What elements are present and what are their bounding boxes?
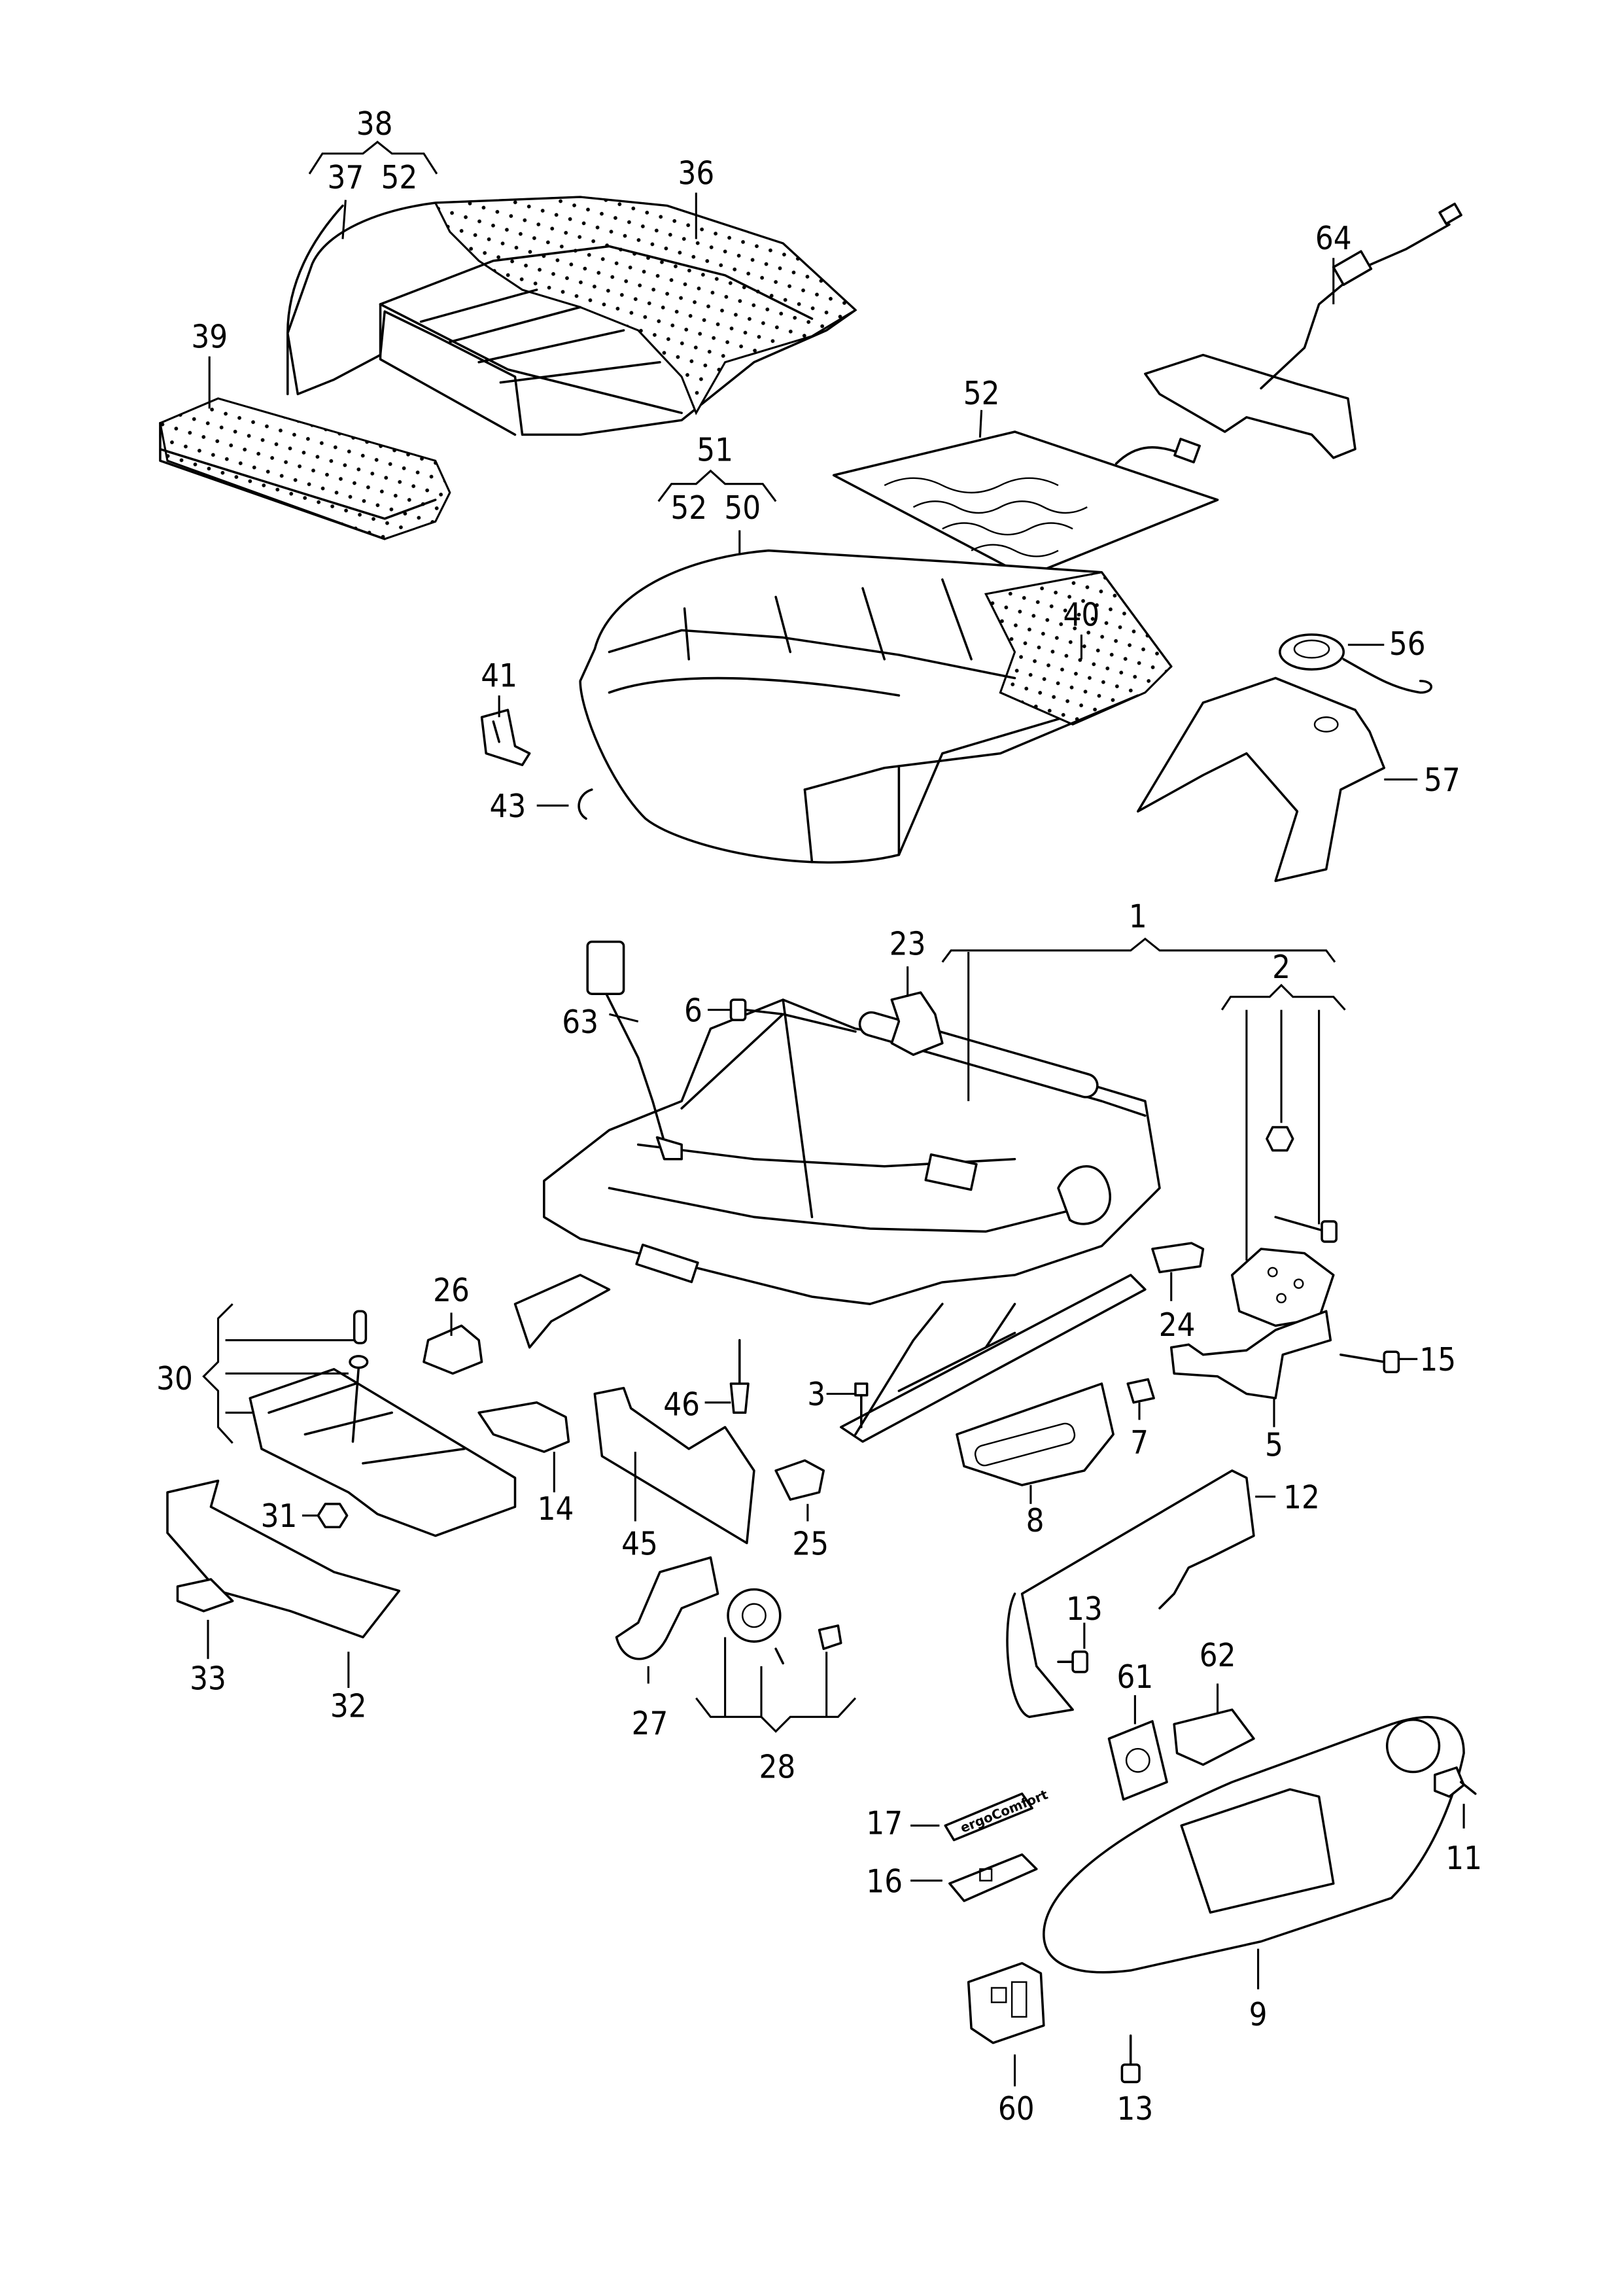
clip-part-41 bbox=[480, 709, 531, 767]
switch-part-62 bbox=[1173, 1708, 1255, 1766]
nut-part-31 bbox=[317, 1503, 349, 1529]
callout-56: 56 bbox=[1389, 626, 1426, 663]
seat-cushion-part-50 bbox=[579, 549, 1173, 864]
front-trim-part-32 bbox=[166, 1479, 401, 1639]
badge-text: ergoComfort bbox=[958, 1787, 1050, 1836]
callout-60: 60 bbox=[998, 2091, 1035, 2128]
callout-40: 40 bbox=[1063, 597, 1100, 634]
leader-lines bbox=[202, 141, 1465, 2087]
shield-part-45 bbox=[593, 1386, 755, 1545]
callout-52: 52 bbox=[381, 160, 417, 196]
clip-part-7 bbox=[1126, 1378, 1155, 1404]
callout-14: 14 bbox=[538, 1491, 574, 1528]
callout-52: 52 bbox=[670, 490, 707, 527]
screw-part-13-upper bbox=[1057, 1650, 1089, 1673]
callout-labels: 38 37 52 36 39 64 52 51 52 50 40 41 43 5… bbox=[156, 106, 1482, 2128]
screw-part-13-lower bbox=[1120, 2034, 1141, 2084]
screw-part-3 bbox=[854, 1382, 869, 1429]
callout-62: 62 bbox=[1200, 1638, 1236, 1674]
callout-33: 33 bbox=[190, 1660, 226, 1697]
callout-9: 9 bbox=[1249, 1997, 1268, 2033]
trim-cover-part-8 bbox=[956, 1382, 1114, 1486]
callout-17: 17 bbox=[866, 1806, 903, 1842]
callout-28: 28 bbox=[759, 1749, 795, 1785]
cushion-bolster-part-39 bbox=[159, 397, 451, 540]
callout-61: 61 bbox=[1116, 1659, 1153, 1696]
seat-trim-cover-part-36 bbox=[286, 196, 857, 436]
actuator-part-28 bbox=[727, 1588, 842, 1665]
callout-16: 16 bbox=[866, 1863, 903, 1900]
callout-1: 1 bbox=[1129, 898, 1147, 935]
sensor-part-56 bbox=[1279, 633, 1432, 694]
callout-11: 11 bbox=[1445, 1840, 1482, 1877]
seat-belt-buckle-part-63 bbox=[586, 940, 683, 1161]
clip-part-26 bbox=[423, 1324, 483, 1375]
callout-12: 12 bbox=[1283, 1479, 1320, 1516]
callout-36: 36 bbox=[678, 155, 714, 192]
callout-13: 13 bbox=[1066, 1591, 1103, 1628]
callout-2: 2 bbox=[1272, 949, 1290, 986]
callout-31: 31 bbox=[261, 1498, 298, 1535]
screw-part-15 bbox=[1339, 1350, 1400, 1374]
hog-ring-part-43 bbox=[578, 788, 593, 820]
callout-46: 46 bbox=[663, 1387, 700, 1424]
callout-38: 38 bbox=[356, 106, 393, 143]
lever-part-27 bbox=[615, 1556, 719, 1660]
trim-cover-opening bbox=[974, 1422, 1076, 1467]
lower-tray-part-30 bbox=[249, 1310, 517, 1537]
release-rod-part-12 bbox=[1006, 1469, 1255, 1719]
occupant-mat-part-57 bbox=[1137, 676, 1386, 883]
callout-15: 15 bbox=[1419, 1342, 1456, 1378]
callout-3: 3 bbox=[807, 1376, 825, 1413]
cap-part-24 bbox=[1151, 1242, 1205, 1274]
trim-cap-part-14 bbox=[477, 1401, 570, 1453]
callout-41: 41 bbox=[481, 658, 517, 695]
bracket-part-5 bbox=[1169, 1310, 1332, 1399]
callout-32: 32 bbox=[330, 1688, 367, 1725]
callout-5: 5 bbox=[1265, 1428, 1283, 1464]
callout-43: 43 bbox=[490, 788, 527, 825]
callout-64: 64 bbox=[1315, 220, 1352, 257]
callout-27: 27 bbox=[632, 1706, 668, 1742]
side-trim-panel-part-9 bbox=[1043, 1716, 1465, 1974]
seat-frame-part-1 bbox=[513, 998, 1161, 1443]
wiring-harness-part-64 bbox=[1144, 202, 1462, 459]
rivet-part-46 bbox=[729, 1339, 750, 1414]
latch-part-33 bbox=[176, 1578, 234, 1613]
callout-50: 50 bbox=[724, 490, 761, 527]
callout-57: 57 bbox=[1424, 762, 1460, 799]
callout-26: 26 bbox=[433, 1272, 470, 1309]
switch-part-60 bbox=[967, 1962, 1045, 2044]
callout-37: 37 bbox=[328, 160, 364, 196]
callout-51: 51 bbox=[697, 432, 733, 468]
bolt-part-6 bbox=[729, 998, 784, 1021]
callout-52: 52 bbox=[963, 376, 1000, 412]
clip-part-11 bbox=[1434, 1766, 1477, 1798]
switch-part-61 bbox=[1107, 1720, 1168, 1801]
switch-bezel-part-16 bbox=[948, 1853, 1038, 1902]
callout-7: 7 bbox=[1130, 1424, 1149, 1461]
callout-39: 39 bbox=[191, 319, 228, 356]
callout-23: 23 bbox=[890, 926, 926, 962]
callout-30: 30 bbox=[156, 1361, 193, 1397]
clip-part-25 bbox=[774, 1459, 825, 1501]
callout-63: 63 bbox=[562, 1004, 598, 1041]
badge-part-17: ergoComfort bbox=[944, 1787, 1050, 1842]
callout-6: 6 bbox=[684, 992, 702, 1029]
seat-heating-element-part-52 bbox=[832, 430, 1219, 578]
callout-24: 24 bbox=[1159, 1307, 1196, 1344]
mat-hole bbox=[1313, 716, 1339, 733]
clip-part-23 bbox=[890, 991, 944, 1057]
callout-45: 45 bbox=[621, 1526, 658, 1562]
hinge-bracket-part-2 bbox=[1230, 1126, 1338, 1327]
callout-8: 8 bbox=[1026, 1503, 1045, 1539]
callout-25: 25 bbox=[792, 1526, 829, 1562]
callout-13: 13 bbox=[1116, 2091, 1153, 2128]
